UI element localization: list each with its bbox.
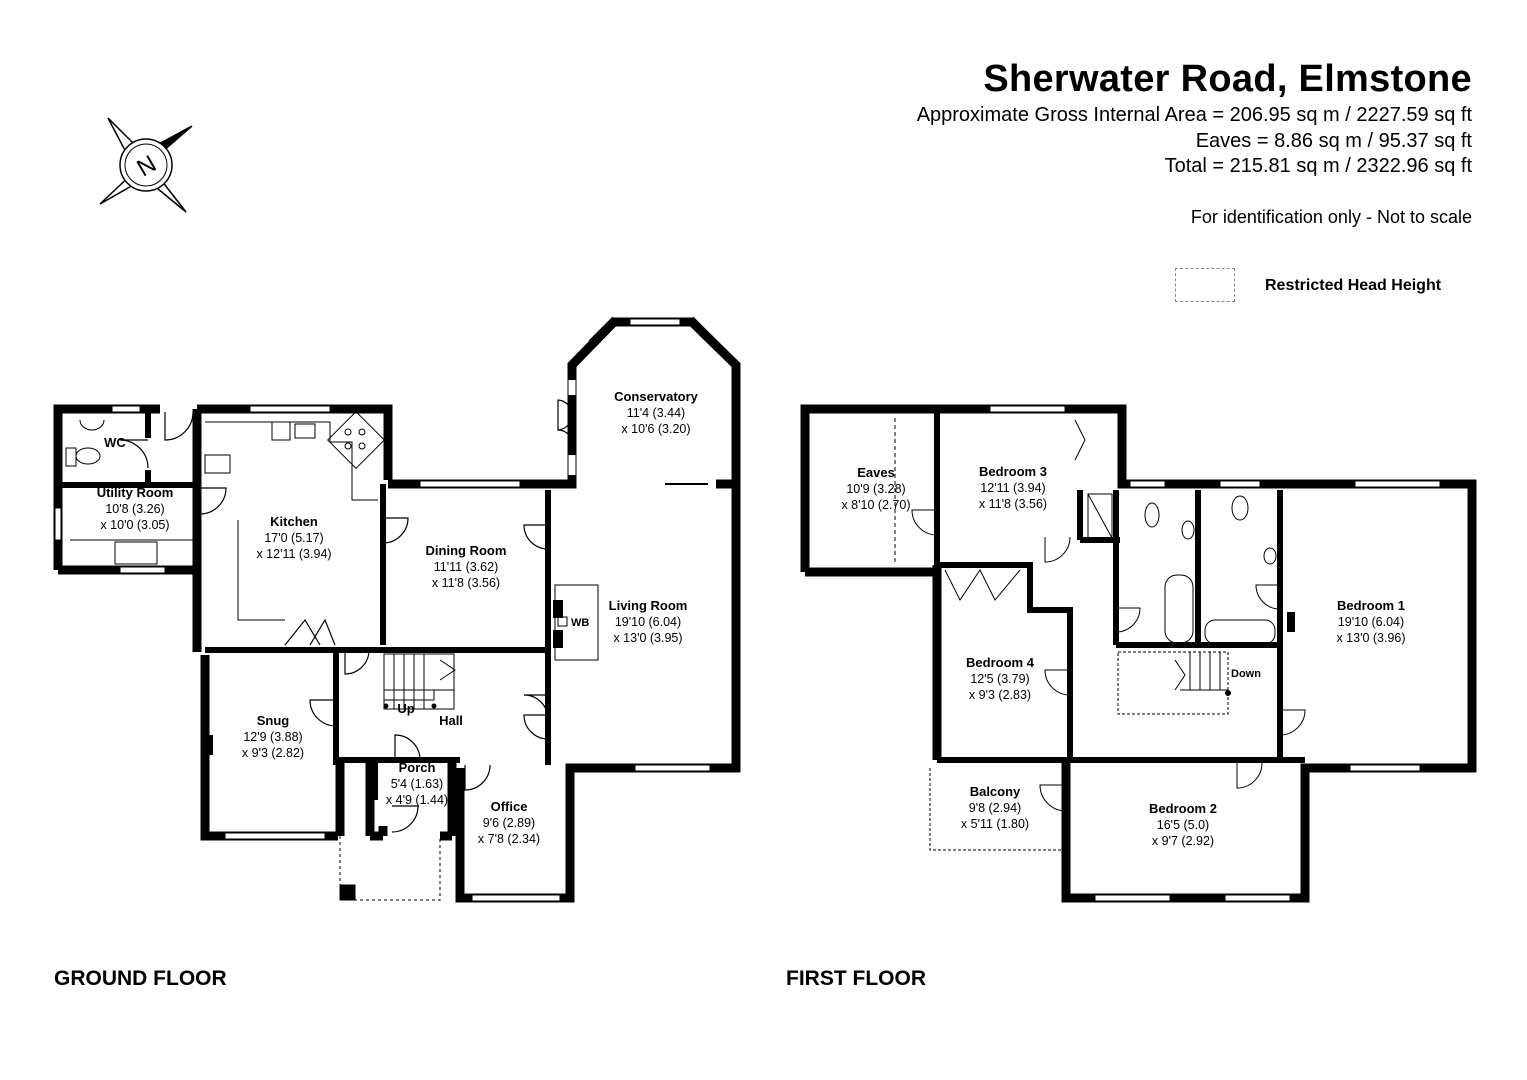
total-area: Total = 215.81 sq m / 2322.96 sq ft <box>1164 155 1472 177</box>
svg-text:10'8 (3.26): 10'8 (3.26) <box>105 502 164 516</box>
disclaimer-note: For identification only - Not to scale <box>1190 207 1472 227</box>
svg-text:x 5'11 (1.80): x 5'11 (1.80) <box>961 817 1029 831</box>
room-name-porch: Porch <box>399 760 436 775</box>
room-name-eaves: Eaves <box>857 465 895 480</box>
room-name-wc: WC <box>104 435 126 450</box>
svg-text:19'10 (6.04): 19'10 (6.04) <box>1338 615 1404 629</box>
svg-text:16'5 (5.0): 16'5 (5.0) <box>1157 818 1209 832</box>
svg-text:11'4 (3.44): 11'4 (3.44) <box>627 406 685 420</box>
ground-floor-labels: WC Utility Room 10'8 (3.26) x 10'0 (3.05… <box>97 389 699 846</box>
room-name-conservatory: Conservatory <box>614 389 699 404</box>
room-name-bedroom1: Bedroom 1 <box>1337 598 1405 613</box>
eaves-area: Eaves = 8.86 sq m / 95.37 sq ft <box>1195 130 1472 152</box>
ground-floor-plan <box>53 316 741 903</box>
svg-text:17'0 (5.17): 17'0 (5.17) <box>264 531 323 545</box>
room-name-dining: Dining Room <box>426 543 507 558</box>
svg-text:x 13'0 (3.96): x 13'0 (3.96) <box>1336 631 1405 645</box>
svg-text:12'9 (3.88): 12'9 (3.88) <box>243 730 302 744</box>
svg-text:12'5 (3.79): 12'5 (3.79) <box>970 672 1029 686</box>
svg-text:x 13'0 (3.95): x 13'0 (3.95) <box>613 631 682 645</box>
svg-text:19'10 (6.04): 19'10 (6.04) <box>615 615 681 629</box>
svg-text:x 4'9 (1.44): x 4'9 (1.44) <box>386 793 448 807</box>
room-name-snug: Snug <box>257 713 290 728</box>
stairs-down-label: Down <box>1231 668 1261 680</box>
ground-floor-label: GROUND FLOOR <box>54 967 227 990</box>
svg-text:x 11'8 (3.56): x 11'8 (3.56) <box>979 497 1047 511</box>
room-name-balcony: Balcony <box>970 784 1021 799</box>
room-name-hall: Hall <box>439 713 463 728</box>
svg-text:x 9'3 (2.83): x 9'3 (2.83) <box>969 688 1031 702</box>
svg-text:9'8 (2.94): 9'8 (2.94) <box>969 801 1021 815</box>
svg-text:10'9 (3.28): 10'9 (3.28) <box>846 482 905 496</box>
room-name-bedroom2: Bedroom 2 <box>1149 801 1217 816</box>
property-title: Sherwater Road, Elmstone <box>983 58 1472 100</box>
room-name-living: Living Room <box>609 598 688 613</box>
svg-text:x 12'11 (3.94): x 12'11 (3.94) <box>256 547 331 561</box>
svg-text:9'6 (2.89): 9'6 (2.89) <box>483 816 535 830</box>
room-name-bedroom4: Bedroom 4 <box>966 655 1035 670</box>
wb-label: WB <box>571 617 589 629</box>
room-name-utility: Utility Room <box>97 485 174 500</box>
north-compass-icon: N <box>99 117 193 213</box>
svg-text:x 9'3 (2.82): x 9'3 (2.82) <box>242 746 304 760</box>
restricted-height-label: Restricted Head Height <box>1265 277 1442 294</box>
room-name-bedroom3: Bedroom 3 <box>979 464 1047 479</box>
svg-text:x 7'8 (2.34): x 7'8 (2.34) <box>478 832 540 846</box>
first-floor-label: FIRST FLOOR <box>786 967 926 990</box>
first-floor-labels: Eaves 10'9 (3.28) x 8'10 (2.70) Bedroom … <box>841 464 1405 848</box>
room-name-kitchen: Kitchen <box>270 514 318 529</box>
svg-text:x 11'8 (3.56): x 11'8 (3.56) <box>432 576 500 590</box>
room-name-office: Office <box>491 799 528 814</box>
first-floor-plan <box>800 404 1477 903</box>
gross-area: Approximate Gross Internal Area = 206.95… <box>916 104 1472 126</box>
svg-text:11'11 (3.62): 11'11 (3.62) <box>434 560 498 574</box>
svg-text:x 8'10 (2.70): x 8'10 (2.70) <box>841 498 910 512</box>
svg-text:x 10'0 (3.05): x 10'0 (3.05) <box>100 518 169 532</box>
svg-text:x 9'7 (2.92): x 9'7 (2.92) <box>1152 834 1214 848</box>
svg-text:12'11 (3.94): 12'11 (3.94) <box>980 481 1045 495</box>
svg-text:x 10'6 (3.20): x 10'6 (3.20) <box>621 422 690 436</box>
svg-text:5'4 (1.63): 5'4 (1.63) <box>391 777 443 791</box>
stairs-up-label: Up <box>397 701 414 716</box>
restricted-height-swatch <box>1175 268 1235 302</box>
